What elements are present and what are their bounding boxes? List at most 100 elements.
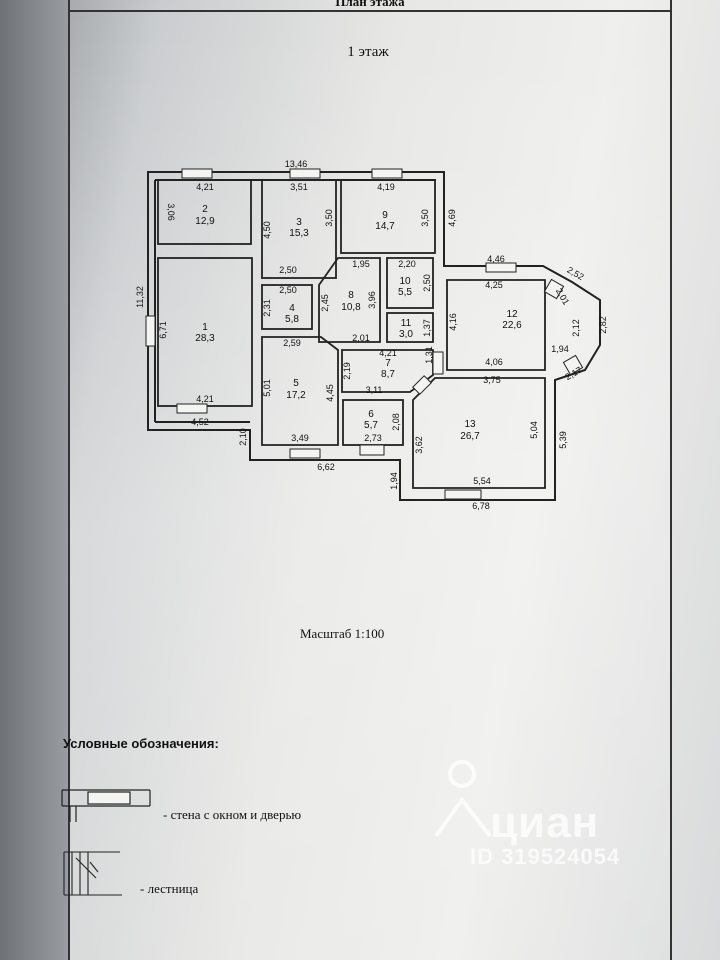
- dim-r3-top: 3,51: [290, 182, 308, 192]
- room-5-area: 17,2: [286, 390, 306, 401]
- room-11-area: 3,0: [399, 329, 413, 340]
- scale-label: Масштаб 1:100: [300, 626, 385, 641]
- dim-step-down: 1,94: [389, 472, 399, 490]
- room-1-area: 28,3: [195, 333, 215, 344]
- dim-bottom-mid: 6,62: [317, 462, 335, 472]
- room-10-area: 5,5: [398, 287, 412, 298]
- watermark-id: ID 319524054: [470, 844, 621, 869]
- dim-r12-side: 4,16: [448, 313, 458, 331]
- room-8-outline: [318, 257, 381, 343]
- dim-bay-c: 2,12: [571, 319, 581, 337]
- room-1-label: 128,3: [195, 322, 215, 344]
- dim-r8-right: 3,96: [367, 291, 377, 309]
- dim-r12-bottom: 4,06: [485, 357, 503, 367]
- room-6-label: 65,7: [364, 409, 378, 431]
- room-10-number: 10: [399, 276, 411, 287]
- room-11-label: 113,0: [399, 318, 413, 340]
- room-8-number: 8: [348, 290, 354, 301]
- room-5-number: 5: [293, 378, 299, 389]
- dim-corr-top: 2,50: [279, 265, 297, 275]
- dim-r13-left: 3,62: [414, 436, 424, 454]
- room-2-outline: [157, 179, 252, 245]
- dim-r9-top: 4,19: [377, 182, 395, 192]
- dim-left-total: 11,32: [135, 286, 145, 308]
- room-9-outline: [340, 179, 436, 254]
- dim-r5-top: 2,59: [283, 338, 301, 348]
- room-3-label: 315,3: [289, 217, 309, 239]
- room-9-label: 914,7: [375, 210, 395, 232]
- room-9-area: 14,7: [375, 221, 395, 232]
- dim-r8-bottom: 2,01: [352, 333, 370, 343]
- legend-wall-text: - стена с окном и дверью: [163, 807, 302, 822]
- dim-r13-right: 5,04: [529, 421, 539, 439]
- room-12-number: 12: [506, 309, 518, 320]
- dim-r5-left: 5,01: [262, 379, 272, 397]
- room-8-label: 810,8: [341, 290, 361, 313]
- dim-bottom-left: 4,52: [191, 417, 209, 427]
- dim-r8-left: 2,45: [320, 294, 330, 312]
- dim-r1-side: 6,71: [158, 321, 168, 339]
- room-12-outline: [446, 279, 546, 371]
- legend-stair-text: - лестница: [140, 881, 199, 896]
- dim-r2-top: 4,21: [196, 182, 214, 192]
- room-13-area: 26,7: [460, 431, 480, 442]
- room-2-label: 212,9: [195, 204, 215, 227]
- dim-r12-top: 4,25: [485, 280, 503, 290]
- dim-r4-top: 2,50: [279, 285, 297, 295]
- dim-wing-left: 2,10: [238, 428, 248, 446]
- dim-r13-bottom: 5,54: [473, 476, 491, 486]
- dim-r11-side: 1,37: [422, 319, 432, 337]
- dim-r6-bottom: 2,73: [364, 433, 382, 443]
- room-3-number: 3: [296, 217, 302, 228]
- room-4-outline: [261, 284, 313, 330]
- header-rule: [68, 0, 672, 12]
- dim-r10-top: 2,20: [398, 259, 416, 269]
- room-10-label: 105,5: [398, 276, 412, 298]
- dim-r6-side: 2,08: [391, 413, 401, 431]
- room-11-outline: [386, 312, 434, 343]
- dim-right-lower: 5,39: [558, 431, 568, 449]
- dim-r3-right: 3,50: [324, 209, 334, 227]
- dim-r4-side: 2,31: [262, 299, 272, 317]
- room-12-area: 22,6: [502, 320, 522, 331]
- dim-bay-e: 1,94: [551, 344, 569, 354]
- room-4-number: 4: [289, 303, 295, 314]
- dim-r5-bottom: 3,49: [291, 433, 309, 443]
- dim-r8-top: 1,95: [352, 259, 370, 269]
- dim-r7-top: 4,21: [379, 348, 397, 358]
- dim-top-total: 13,46: [285, 159, 308, 169]
- watermark-brand: циан: [490, 798, 600, 847]
- sheet-title: План этажа: [335, 0, 405, 9]
- dim-right-upper: 4,69: [447, 209, 457, 227]
- dim-r7-right: 1,31: [424, 346, 434, 364]
- watermark: циан ID 319524054: [440, 770, 680, 880]
- dim-r5-right: 4,45: [325, 384, 335, 402]
- page-shadow: [0, 0, 70, 960]
- room-10-outline: [386, 257, 434, 309]
- dim-bottom-right: 6,78: [472, 501, 490, 511]
- room-13-number: 13: [464, 419, 476, 430]
- room-4-label: 45,8: [285, 303, 299, 325]
- dim-bay-d: 2,82: [598, 316, 608, 334]
- watermark-pin-icon: [434, 760, 492, 838]
- dim-r1-bottom: 4,21: [196, 394, 214, 404]
- dim-r6-top: 3,11: [366, 385, 383, 395]
- room-4-area: 5,8: [285, 314, 299, 325]
- room-6-number: 6: [368, 409, 374, 420]
- room-2-area: 12,9: [195, 216, 215, 227]
- legend-wall-symbol: [61, 789, 151, 822]
- room-1-number: 1: [202, 322, 208, 333]
- legend-title: Условные обозначения:: [63, 736, 219, 751]
- dim-r3-left: 4,50: [262, 221, 272, 239]
- room-6-area: 5,7: [364, 420, 378, 431]
- dim-r7-side: 2,19: [342, 362, 352, 380]
- dim-r13-top: 3,75: [483, 375, 501, 385]
- room-7-area: 8,7: [381, 369, 395, 380]
- room-5-outline: [261, 336, 339, 446]
- stair-icon: [63, 851, 122, 896]
- floor-title: 1 этаж: [347, 44, 389, 60]
- room-2-number: 2: [202, 204, 208, 215]
